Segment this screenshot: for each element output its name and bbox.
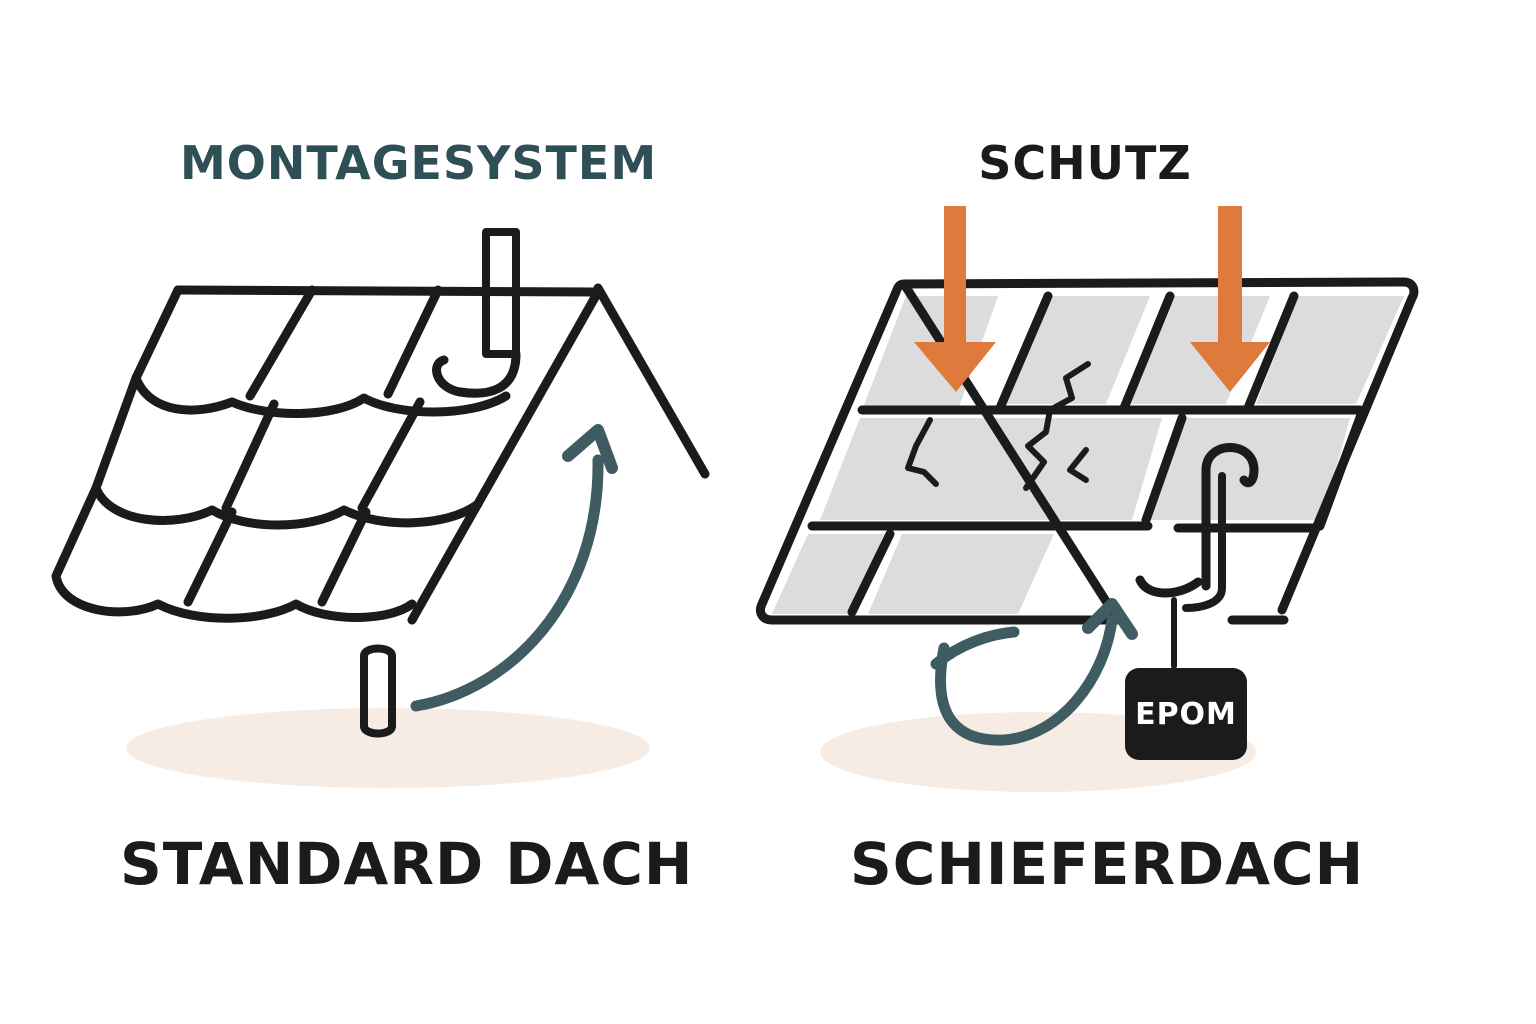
standard-roof-illustration	[51, 228, 710, 738]
slate-hook-lower	[1135, 575, 1203, 598]
tile-row-2	[91, 373, 483, 530]
left-ground-shadow	[126, 708, 650, 788]
slate-frame	[755, 277, 1419, 625]
tile-divider	[183, 507, 237, 607]
roof-ridge	[173, 285, 603, 297]
tile-row-1	[131, 285, 511, 418]
orange-arrow-left	[914, 206, 996, 392]
roof-hook-curve	[432, 349, 521, 398]
tile-divider	[383, 285, 443, 399]
slate-crack	[1023, 361, 1091, 491]
slate-panel	[1256, 296, 1404, 404]
slate-split	[1119, 291, 1175, 413]
mounting-system-heading: MONTAGESYSTEM	[180, 136, 658, 190]
slate-mounting-arrow	[930, 598, 1138, 746]
slate-hook-inner	[1182, 472, 1226, 612]
slate-hook	[1201, 443, 1259, 591]
protection-arrows	[914, 206, 1270, 392]
slate-panel	[1148, 418, 1350, 520]
slate-roof-caption: SCHIEFERDACH	[850, 830, 1365, 898]
tile-row-3	[51, 483, 417, 623]
roof-gable	[593, 283, 710, 479]
slate-split	[1141, 413, 1187, 525]
roof-rake-edge	[407, 287, 603, 625]
slate-panel	[868, 534, 1054, 614]
epdm-badge: EPOM	[1125, 668, 1247, 760]
orange-arrow-right	[1190, 206, 1270, 392]
tile-divider	[245, 285, 317, 401]
epdm-label: EPOM	[1135, 696, 1237, 732]
tile-divider	[357, 397, 425, 513]
slate-split	[847, 529, 895, 617]
slate-split	[995, 291, 1053, 413]
slate-roof-illustration	[755, 277, 1419, 669]
tile-divider	[317, 507, 371, 607]
standard-roof-caption: STANDARD DACH	[120, 830, 694, 898]
slate-panel	[820, 418, 1162, 520]
protection-heading: SCHUTZ	[978, 136, 1192, 190]
roof-hook-bottom	[360, 644, 396, 738]
slate-crack	[905, 417, 939, 487]
slate-crack	[1067, 447, 1089, 483]
slate-split	[1243, 291, 1299, 413]
slate-split	[1315, 407, 1367, 531]
mounting-arrow	[410, 424, 618, 712]
tile-divider	[221, 399, 279, 513]
